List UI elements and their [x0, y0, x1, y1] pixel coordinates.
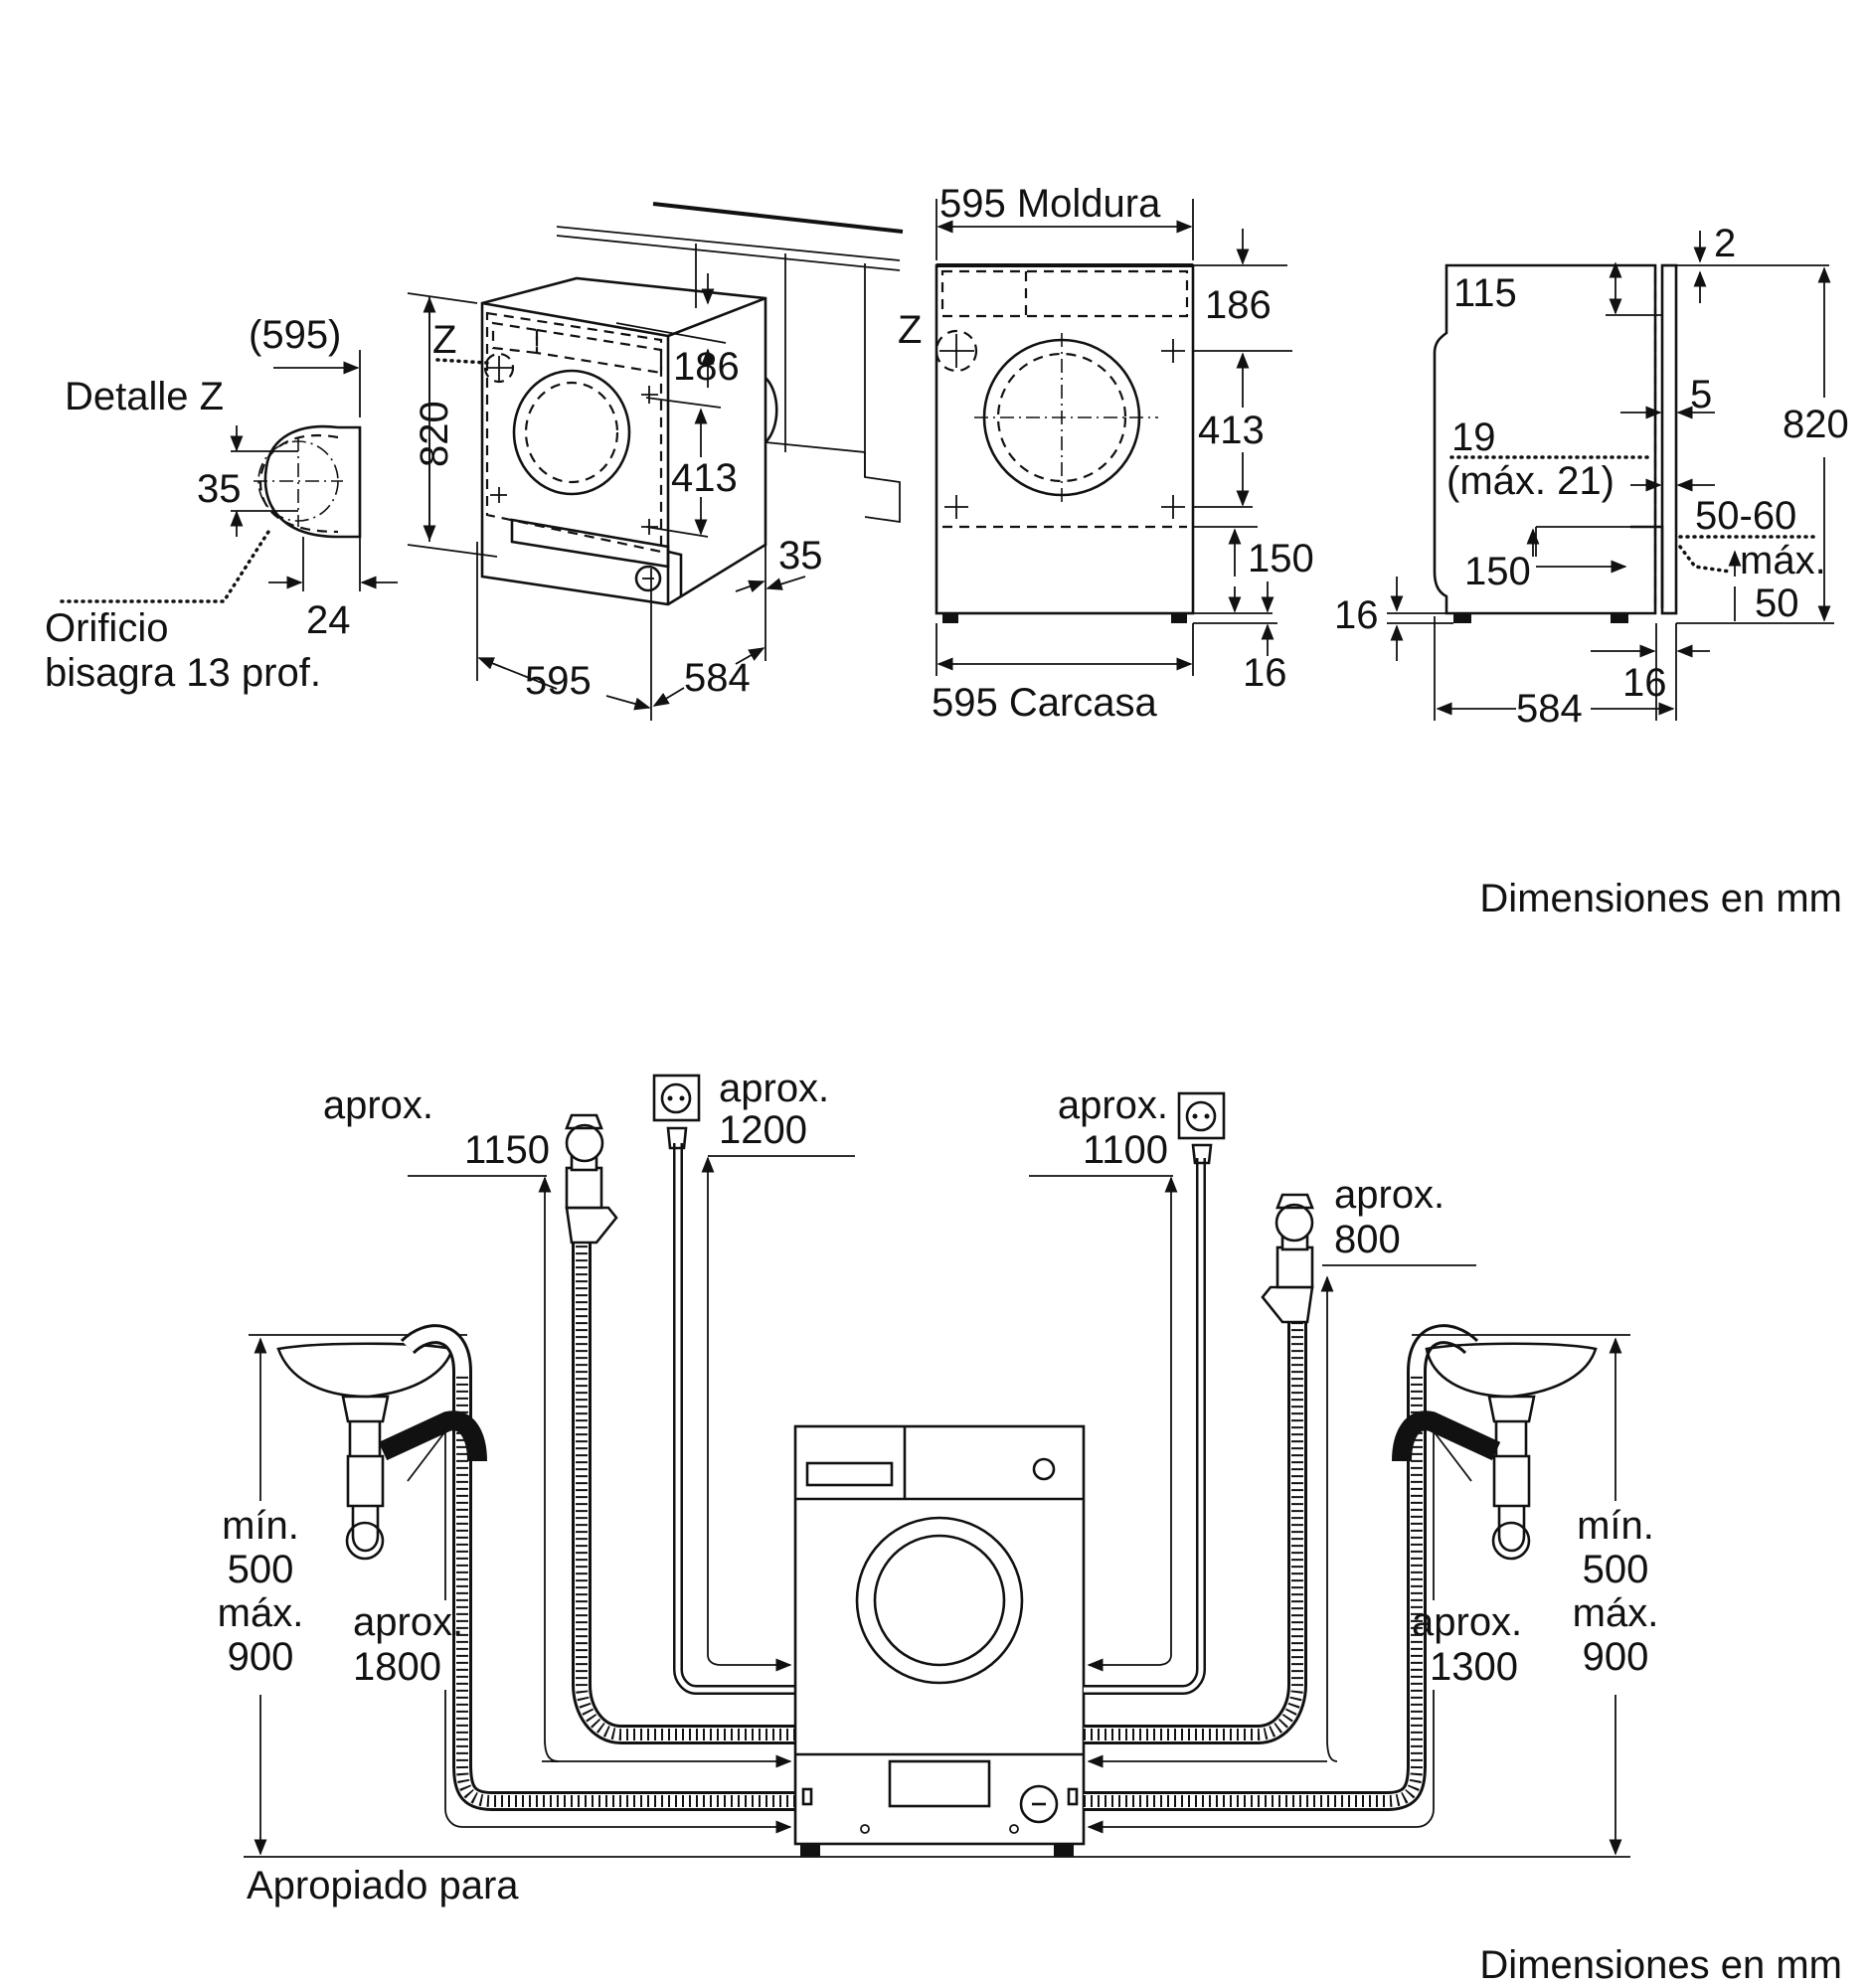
- max-label-left: máx.: [218, 1591, 304, 1635]
- v500-label-right: 500: [1583, 1548, 1649, 1591]
- dim-24-detail: 24: [306, 598, 351, 642]
- aprox-drain-left: aprox.: [353, 1600, 463, 1644]
- length-tap-right: 800: [1334, 1218, 1401, 1261]
- dim-584-iso: 584: [684, 656, 751, 700]
- dim-595-iso: 595: [525, 659, 592, 703]
- v500-label-left: 500: [228, 1548, 294, 1591]
- dim-595-parenthesis: (595): [249, 313, 341, 357]
- dim-413-iso: 413: [671, 456, 738, 500]
- dim-16-side-bottom: 16: [1622, 661, 1667, 705]
- dim-5-side: 5: [1690, 373, 1712, 416]
- length-drain-left: 1800: [353, 1645, 441, 1689]
- v900-label-left: 900: [228, 1635, 294, 1679]
- min-label-right: mín.: [1577, 1504, 1654, 1548]
- detail-z-view: Detalle Z (595) 35 24 Orificio bisagra 1…: [45, 313, 398, 695]
- connection-lengths-view: aprox. 1150 aprox. 1200 aprox. 1100 apro…: [218, 1067, 1659, 1907]
- right-wash-basin: [1412, 1334, 1630, 1561]
- min-label-left: mín.: [222, 1504, 299, 1548]
- detail-z-label: Detalle Z: [65, 375, 224, 418]
- dim-150-side: 150: [1464, 550, 1531, 593]
- orificio-label-line2: bisagra 13 prof.: [45, 651, 321, 695]
- side-view: 2 115 5 19 (máx. 21) 50-60 máx. 50 820 1…: [1334, 222, 1849, 731]
- dim-820-iso: 820: [413, 401, 456, 467]
- washing-machine-front: [793, 1424, 1086, 1857]
- z-marker-iso: Z: [432, 318, 456, 362]
- dim-50-side: 50: [1755, 581, 1799, 625]
- length-tap-left: 1150: [464, 1128, 550, 1172]
- isometric-installation-view: Z 820 186 413 595 584 35: [407, 202, 904, 721]
- units-label-bottom: Dimensiones en mm: [1479, 1943, 1842, 1987]
- length-socket-right: 1100: [1083, 1128, 1168, 1172]
- max-label-right: máx.: [1573, 1591, 1659, 1635]
- dim-max21-side: (máx. 21): [1446, 459, 1614, 503]
- z-marker-front: Z: [898, 308, 922, 352]
- dim-584-side: 584: [1516, 687, 1583, 731]
- units-label-top: Dimensiones en mm: [1479, 877, 1842, 920]
- aprox-tap-left: aprox.: [323, 1083, 433, 1127]
- dim-50-60-side: 50-60: [1695, 494, 1796, 538]
- front-view: 595 Moldura Z 186 413: [898, 182, 1314, 725]
- left-water-tap: [565, 1113, 618, 1244]
- dim-19-side: 19: [1451, 415, 1496, 459]
- length-socket-left: 1200: [719, 1108, 807, 1152]
- right-power-socket: [1177, 1091, 1226, 1165]
- dim-16-front: 16: [1243, 651, 1287, 695]
- dim-35-detail: 35: [197, 467, 242, 511]
- dim-595-carcasa: 595 Carcasa: [932, 681, 1158, 725]
- dim-115-side: 115: [1453, 271, 1517, 315]
- dim-595-moldura: 595 Moldura: [939, 182, 1161, 226]
- dim-35-iso: 35: [778, 534, 823, 578]
- dim-820-side: 820: [1783, 403, 1849, 446]
- right-water-tap: [1261, 1193, 1314, 1324]
- aprox-drain-right: aprox.: [1412, 1600, 1522, 1644]
- left-power-socket: [652, 1074, 701, 1150]
- dim-max-side: máx.: [1740, 539, 1826, 582]
- v900-label-right: 900: [1583, 1635, 1649, 1679]
- apropiado-label: Apropiado para: [247, 1864, 519, 1907]
- length-drain-right: 1300: [1430, 1645, 1518, 1689]
- aprox-socket-right: aprox.: [1058, 1083, 1168, 1127]
- dim-186-iso: 186: [673, 345, 740, 389]
- aprox-socket-left: aprox.: [719, 1067, 829, 1110]
- dim-16-side-left: 16: [1334, 593, 1379, 637]
- dim-2-side: 2: [1714, 222, 1736, 265]
- dim-413-front: 413: [1198, 409, 1265, 452]
- dim-150-front: 150: [1248, 537, 1314, 580]
- orificio-label-line1: Orificio: [45, 606, 168, 650]
- aprox-tap-right: aprox.: [1334, 1173, 1444, 1217]
- dim-186-front: 186: [1205, 283, 1272, 327]
